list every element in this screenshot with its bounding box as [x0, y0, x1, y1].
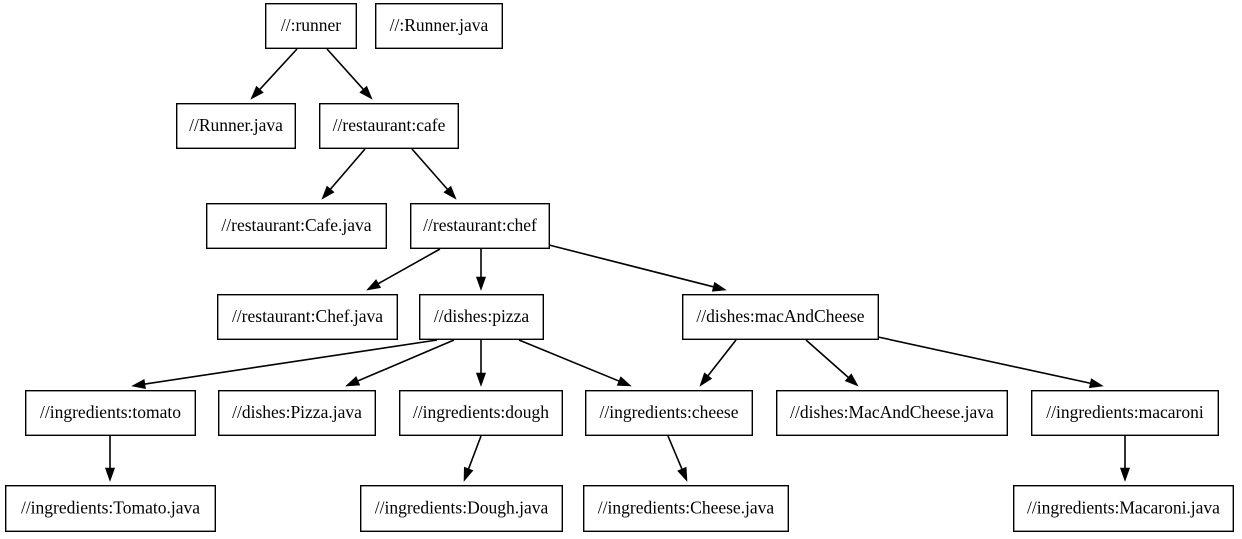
graph-node-runner_java_root[interactable]: //:Runner.java — [375, 3, 504, 49]
graph-edge — [699, 339, 737, 387]
graph-edge — [518, 339, 632, 387]
graph-edge — [463, 435, 482, 482]
node-label: //ingredients:Macaroni.java — [1027, 498, 1220, 518]
graph-edge — [321, 148, 366, 200]
graph-node-ing_macaroni[interactable]: //ingredients:macaroni — [1030, 390, 1219, 437]
node-label: //dishes:pizza — [434, 306, 529, 326]
graph-node-ing_macaronijava[interactable]: //ingredients:Macaroni.java — [1013, 485, 1235, 533]
node-label: //ingredients:tomato — [40, 402, 181, 422]
node-label: //restaurant:chef — [423, 215, 537, 235]
node-label: //Runner.java — [189, 115, 283, 135]
graph-edge — [877, 336, 1104, 389]
node-label: //ingredients:Cheese.java — [598, 498, 775, 518]
node-label: //ingredients:Dough.java — [375, 498, 549, 518]
graph-edge — [667, 435, 688, 482]
graph-node-dishes_mac[interactable]: //dishes:macAndCheese — [682, 294, 880, 341]
node-label: //:runner — [281, 15, 341, 35]
graph-node-ing_cheesejava[interactable]: //ingredients:Cheese.java — [583, 485, 790, 533]
node-label: //restaurant:Cafe.java — [221, 215, 371, 235]
graph-node-restaurant_cafejava[interactable]: //restaurant:Cafe.java — [205, 202, 388, 249]
node-label: //dishes:Pizza.java — [232, 402, 362, 422]
graph-node-ing_dough[interactable]: //ingredients:dough — [399, 390, 564, 437]
graph-edge — [326, 48, 373, 100]
graph-node-ing_doughjava[interactable]: //ingredients:Dough.java — [360, 485, 564, 533]
node-label: //ingredients:Tomato.java — [21, 498, 200, 518]
nodes-layer: //:runner //:Runner.java //Runner.java //re… — [4, 3, 1235, 533]
graph-edge — [131, 339, 438, 389]
node-label: //ingredients:dough — [413, 402, 549, 422]
graph-node-ing_cheese[interactable]: //ingredients:cheese — [585, 390, 754, 437]
node-label: //dishes:MacAndCheese.java — [790, 402, 994, 422]
node-label: //restaurant:cafe — [333, 115, 446, 135]
node-label: //dishes:macAndCheese — [696, 306, 864, 326]
graph-node-dishes_pizza[interactable]: //dishes:pizza — [419, 294, 545, 341]
graph-edge — [104, 436, 116, 482]
graph-edge — [548, 244, 727, 292]
graph-edge — [345, 339, 455, 387]
node-label: //:Runner.java — [390, 15, 489, 35]
graph-node-ing_tomatojava[interactable]: //ingredients:Tomato.java — [4, 485, 217, 533]
node-label: //ingredients:cheese — [600, 402, 739, 422]
node-label: //ingredients:macaroni — [1046, 402, 1204, 422]
graph-node-ing_tomato[interactable]: //ingredients:tomato — [25, 390, 197, 437]
edges-layer — [104, 48, 1131, 482]
node-label: //restaurant:Chef.java — [232, 306, 383, 326]
graph-edge — [1119, 436, 1131, 482]
graph-node-restaurant_chef[interactable]: //restaurant:chef — [410, 202, 551, 249]
graph-node-restaurant_cafe[interactable]: //restaurant:cafe — [319, 102, 460, 149]
graph-node-dishes_pizzajava[interactable]: //dishes:Pizza.java — [217, 390, 377, 437]
graph-edge — [805, 339, 859, 387]
graph-node-restaurant_chefjava[interactable]: //restaurant:Chef.java — [216, 294, 399, 341]
graph-edge — [366, 248, 441, 291]
graph-node-runner_java[interactable]: //Runner.java — [175, 102, 296, 149]
graph-edge — [475, 340, 487, 387]
graph-node-dishes_macjava[interactable]: //dishes:MacAndCheese.java — [776, 390, 1009, 437]
graph-edge — [475, 249, 487, 291]
graph-edge — [411, 148, 457, 200]
graph-edge — [250, 48, 298, 100]
graph-node-runner[interactable]: //:runner — [265, 3, 358, 49]
